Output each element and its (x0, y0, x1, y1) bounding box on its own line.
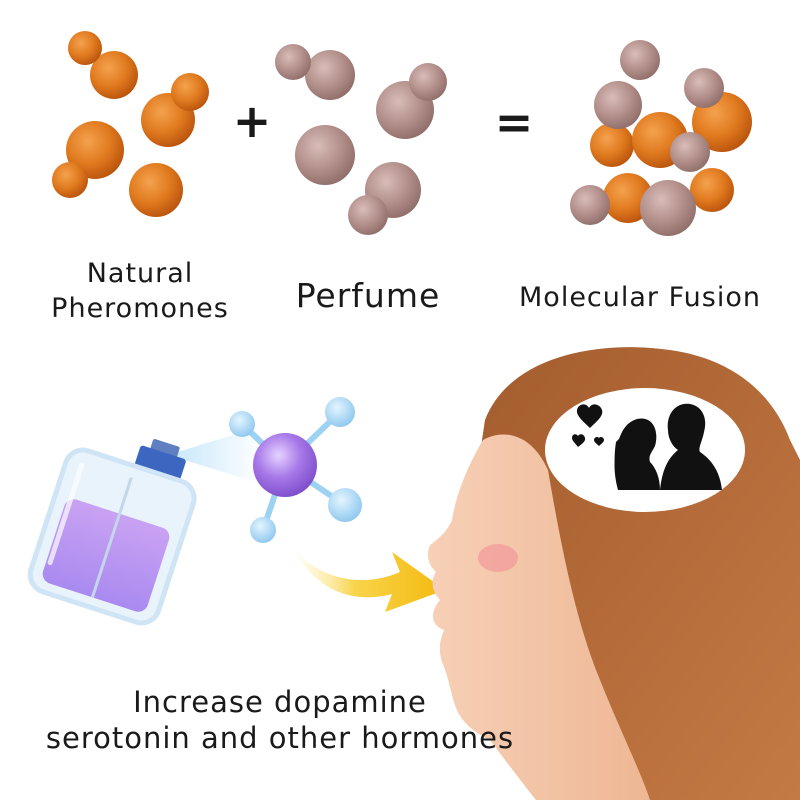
caption-line1: Increase dopamine (133, 685, 427, 719)
heart-icon (572, 404, 604, 447)
plus-sign: + (233, 94, 272, 148)
pheromones-label: Natural Pheromones (20, 256, 260, 326)
molecule-icon (229, 397, 362, 543)
pheromone-molecules (52, 31, 209, 217)
arrow-icon (295, 552, 445, 612)
equals-sign: = (495, 95, 534, 149)
perfume-molecules (275, 44, 447, 235)
spray-mist (168, 426, 262, 484)
pheromones-label-line2: Pheromones (51, 293, 229, 324)
pheromones-label-line1: Natural (86, 258, 194, 289)
molecular-fusion-label: Molecular Fusion (519, 282, 761, 313)
perfume-bottle-icon (27, 438, 197, 626)
fused-molecules (570, 40, 752, 236)
caption: Increase dopamine serotonin and other ho… (0, 684, 560, 756)
perfume-label: Perfume (295, 276, 441, 315)
couple-silhouette-icon (614, 403, 722, 490)
caption-line2: serotonin and other hormones (45, 721, 515, 755)
